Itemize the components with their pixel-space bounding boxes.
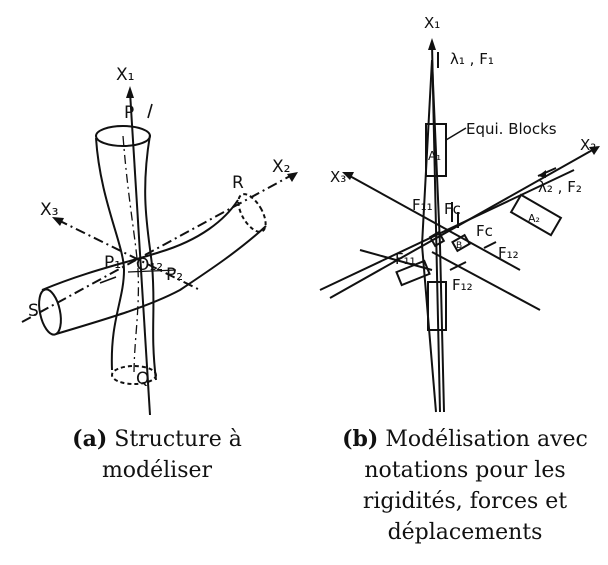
label-x3-b: X₃ xyxy=(330,168,346,186)
label-x3-a: X₃ xyxy=(40,200,58,220)
label-equi-blocks: Equi. Blocks xyxy=(466,120,557,138)
caption-b-text: Modélisation avec notations pour les rig… xyxy=(362,427,588,545)
arrow-x1-a xyxy=(126,86,134,98)
label-s: S xyxy=(28,301,39,321)
label-ft1-upper: F₁₁ xyxy=(412,196,433,214)
arrow-x3-b xyxy=(342,172,354,180)
label-q: Q xyxy=(136,369,149,389)
force-mark-ft2-right xyxy=(483,241,497,249)
junction-square-1 xyxy=(428,230,446,248)
ray-lower-right xyxy=(431,251,541,311)
block-a1 xyxy=(425,123,447,177)
label-x2-b: X₂ xyxy=(580,136,596,154)
tube-pq-centerline xyxy=(122,135,140,376)
arrow-lambda2 xyxy=(538,170,546,178)
label-ft1-lower: F₁₁ xyxy=(395,250,416,268)
block-a2 xyxy=(509,193,563,237)
tube-p-end xyxy=(95,125,151,147)
ray-x2-upper xyxy=(319,169,575,291)
tick-p xyxy=(147,103,153,119)
label-ft2-right: F₁₂ xyxy=(498,244,519,262)
tube-s-end xyxy=(38,288,62,336)
caption-a-text: Structure à modéliser xyxy=(101,427,242,483)
spindle-right xyxy=(431,59,445,413)
label-p1: P₁ xyxy=(104,253,121,273)
label-lambda2-f2: λ₂ , F₂ xyxy=(538,178,582,196)
ray-lower-left xyxy=(359,249,433,271)
caption-b: (b) Modélisation avec notations pour les… xyxy=(322,424,608,548)
label-a2: A₂ xyxy=(528,212,540,225)
caption-a: (a) Structure à modéliser xyxy=(22,424,292,486)
label-ft2-lower: F₁₂ xyxy=(452,276,473,294)
junction-square-2 xyxy=(451,233,471,253)
tube-sr-upper-edge xyxy=(41,199,239,291)
label-fc-upper: Fc xyxy=(444,200,461,218)
label-b: B xyxy=(456,241,462,251)
label-r: R xyxy=(232,173,244,193)
tube-pq-left-edge xyxy=(95,137,126,371)
axis-x3-b xyxy=(347,174,521,271)
label-a1: A₁ xyxy=(428,149,441,163)
label-x1-a: X₁ xyxy=(116,65,134,85)
arrow-x1-b xyxy=(428,38,436,50)
tick-p1 xyxy=(99,276,117,284)
caption-b-tag: (b) xyxy=(342,426,379,452)
spindle-left xyxy=(420,59,437,413)
tube-q-end xyxy=(111,365,157,385)
arrow-x3-a xyxy=(52,217,64,226)
tube-sr-lower-edge xyxy=(55,225,267,335)
label-lambda1-f1: λ₁ , F₁ xyxy=(450,50,494,68)
tube-pq-right-edge xyxy=(144,134,157,381)
label-p: P xyxy=(124,103,134,123)
caption-a-tag: (a) xyxy=(72,426,108,452)
arrow-x2-a xyxy=(287,172,298,182)
axis-x3 xyxy=(57,219,201,291)
label-p2: P₂ xyxy=(166,265,183,285)
force-mark-ft2-lower xyxy=(449,261,467,271)
label-x2-a: X₂ xyxy=(272,157,290,177)
block-lower-left xyxy=(395,259,431,287)
label-fc-lower: Fc xyxy=(476,222,493,240)
figure-b-diagram xyxy=(319,43,597,413)
tick-p2 xyxy=(127,269,177,273)
equi-blocks-leader xyxy=(445,127,467,141)
label-o12: O₁₂ xyxy=(136,255,163,275)
arrow-x2-b xyxy=(589,146,600,155)
block-lower xyxy=(427,281,447,331)
label-x1-b: X₁ xyxy=(424,14,440,32)
tube-r-end xyxy=(237,193,267,233)
